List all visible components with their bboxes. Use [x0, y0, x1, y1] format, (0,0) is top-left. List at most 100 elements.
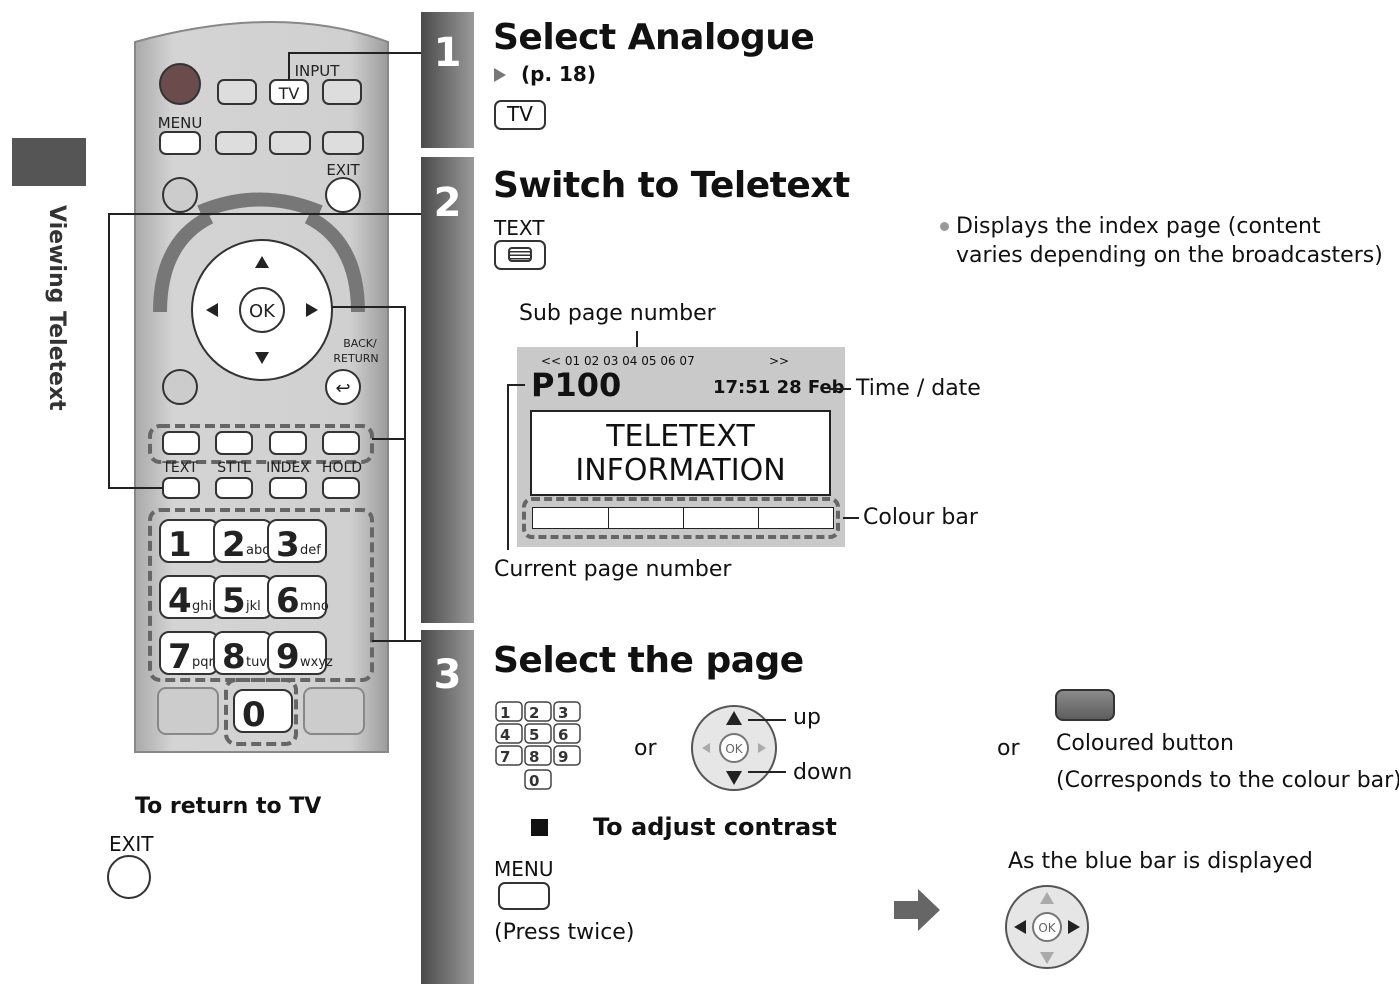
teletext-icon: [508, 247, 532, 262]
remote-button[interactable]: [322, 131, 364, 155]
exit-button[interactable]: [107, 855, 151, 899]
blue-button[interactable]: [322, 431, 360, 455]
back-return-button[interactable]: [325, 369, 361, 405]
bullet-icon: [940, 222, 949, 231]
remote-button[interactable]: [303, 687, 365, 735]
number-key-letters: wxyz: [300, 655, 333, 670]
leader-line: [507, 384, 509, 550]
remote-button[interactable]: [162, 177, 198, 213]
power-button[interactable]: [159, 63, 201, 105]
return-to-tv-title: To return to TV: [135, 794, 322, 819]
number-key-letters: abc: [246, 543, 269, 558]
tv-key[interactable]: TV: [494, 100, 546, 130]
ok-button[interactable]: [239, 287, 285, 333]
step-1-bar: [421, 12, 474, 148]
number-key-6[interactable]: [267, 575, 327, 619]
step-3-title: Select the page: [493, 640, 804, 681]
hold-label: HOLD: [322, 460, 362, 476]
number-key-0[interactable]: [233, 689, 293, 733]
page-reference: (p. 18): [521, 62, 596, 86]
number-key-3[interactable]: [267, 519, 327, 563]
leader-line: [829, 388, 851, 390]
connector-line: [108, 487, 163, 489]
return-exit-label: EXIT: [109, 832, 154, 856]
number-key-digit: 6: [276, 581, 300, 621]
text-label: TEXT: [161, 460, 198, 476]
return-label: RETURN: [333, 352, 378, 365]
index-page-note: Displays the index page (content varies …: [956, 214, 1383, 268]
coloured-button[interactable]: [1055, 689, 1115, 721]
leader-line: [843, 517, 859, 519]
yellow-button[interactable]: [269, 431, 307, 455]
left-right-pad[interactable]: OK: [1004, 884, 1092, 972]
text-key[interactable]: [494, 240, 546, 270]
input-button[interactable]: [322, 79, 362, 105]
sub-page-next: >>: [769, 354, 790, 368]
number-key-digit: 4: [168, 581, 192, 621]
exit-label: EXIT: [326, 161, 360, 179]
tv-button[interactable]: [269, 79, 309, 105]
remote-button[interactable]: [157, 687, 219, 735]
green-button[interactable]: [215, 431, 253, 455]
arrow-down-icon: [726, 771, 742, 785]
number-key-digit: 0: [242, 695, 266, 735]
remote-button[interactable]: [215, 131, 257, 155]
arrow-right-icon: [894, 889, 940, 931]
red-button[interactable]: [162, 431, 200, 455]
arrow-left-icon: [206, 303, 218, 317]
menu-key[interactable]: [498, 882, 550, 910]
remote-button[interactable]: [162, 369, 198, 405]
menu-button[interactable]: [159, 131, 201, 155]
remote-button[interactable]: [269, 131, 311, 155]
index-button[interactable]: [269, 477, 307, 499]
press-twice-note: (Press twice): [494, 920, 635, 945]
or-label: or: [634, 736, 657, 761]
arrow-up-icon: [1040, 892, 1054, 904]
arrow-up-icon: [255, 256, 269, 268]
sttl-button[interactable]: [215, 477, 253, 499]
exit-button[interactable]: [325, 177, 361, 213]
mini-number-key-digit: 5: [529, 726, 539, 744]
hold-button[interactable]: [322, 477, 360, 499]
colour-bar-green: [608, 507, 684, 529]
square-bullet-icon: [531, 819, 548, 836]
tv-button-label: TV: [278, 84, 300, 103]
coloured-button-label: Coloured button: [1056, 731, 1234, 756]
mini-number-key-digit: 8: [529, 748, 539, 766]
number-key-letters: jkl: [245, 599, 261, 614]
connector-line: [404, 306, 406, 642]
remote-control: TV INPUT MENU EXIT OK BACK/ RETURN ↩ TEX…: [134, 21, 389, 753]
text-button[interactable]: [162, 477, 200, 499]
leader-line: [748, 771, 786, 773]
side-tab-label: Viewing Teletext: [44, 205, 69, 411]
page-number: P100: [531, 366, 622, 404]
number-key-9[interactable]: [267, 631, 327, 675]
number-key-letters: mno: [300, 599, 329, 614]
leader-line: [636, 331, 638, 359]
input-label: INPUT: [295, 62, 341, 80]
connector-line: [288, 52, 290, 80]
arrow-right-icon: [1068, 920, 1080, 934]
remote-button[interactable]: [217, 79, 257, 105]
time-date-label: Time / date: [856, 376, 981, 401]
step-2-title: Switch to Teletext: [493, 165, 850, 206]
back-label: BACK/: [343, 337, 377, 350]
number-key-digit: 7: [168, 637, 192, 677]
menu-label: MENU: [158, 114, 203, 132]
connector-line: [288, 52, 422, 54]
blue-bar-note: As the blue bar is displayed: [1008, 849, 1313, 874]
index-label: INDEX: [266, 460, 310, 476]
step-1-number: 1: [433, 30, 462, 76]
time-date: 17:51 28 Feb: [713, 377, 845, 398]
mini-number-key: [524, 769, 552, 790]
up-down-pad[interactable]: OK: [690, 703, 780, 793]
sub-page-numbers: << 01 02 03 04 05 06 07: [541, 354, 695, 368]
colour-bar-red: [532, 507, 609, 529]
up-label: up: [793, 705, 821, 730]
ok-label: OK: [249, 301, 276, 322]
number-key-digit: 9: [276, 637, 300, 677]
mini-number-key-digit: 3: [558, 704, 568, 722]
arrow-right-icon: [494, 68, 506, 82]
colour-bar-blue: [758, 507, 834, 529]
